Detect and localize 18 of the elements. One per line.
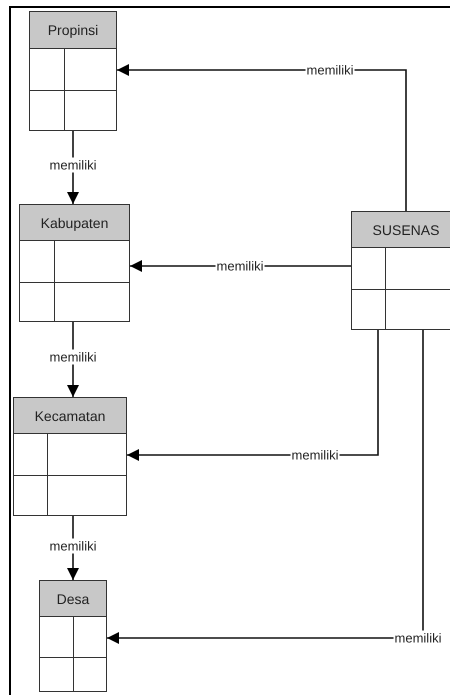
entity-name: Kecamatan (14, 398, 126, 434)
entity-table (29, 11, 117, 131)
edge-label: memiliki (216, 258, 264, 274)
edge-label: memiliki (48, 158, 98, 172)
entity-name: Kabupaten (20, 205, 129, 241)
edge-label: memiliki (48, 538, 98, 554)
edge-label: memiliki (48, 350, 98, 364)
entity-table (39, 580, 107, 692)
arrow (107, 330, 424, 644)
entity-table (19, 204, 130, 322)
edge-label: memiliki (290, 448, 340, 462)
entity-name: SUSENAS (352, 212, 450, 248)
edge-label: memiliki (394, 630, 442, 646)
entity-table (13, 397, 127, 516)
entity-table (351, 211, 450, 330)
entity-name: Desa (40, 581, 106, 617)
edge-label: memiliki (306, 62, 354, 78)
entity-name: Propinsi (30, 12, 116, 49)
